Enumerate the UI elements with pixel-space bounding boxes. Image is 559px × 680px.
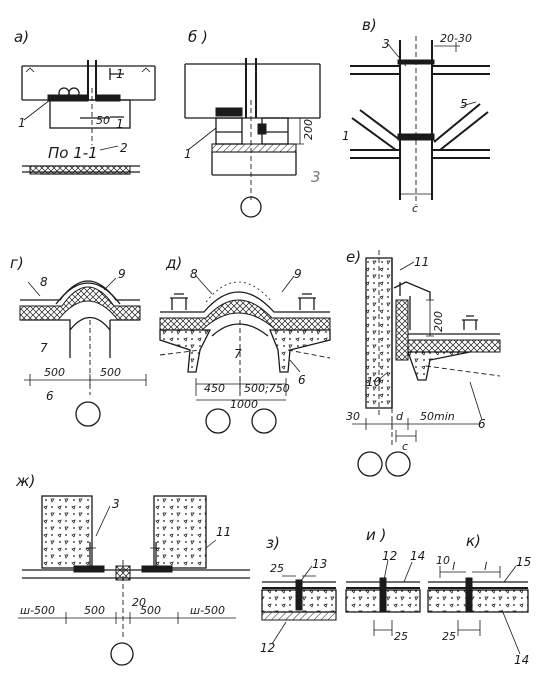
panel-v-heading: в) [362,16,377,34]
panel-k-label-15: 15 [516,555,531,569]
panel-k-label-14: 14 [514,653,529,667]
panel-k: к) [427,532,529,655]
panel-d-heading: д) [165,254,182,272]
panel-z-labels: 13 12 25 [260,557,327,655]
panel-zh-labels: 3 11 ш-500 500 20 500 ш-500 [20,497,231,617]
panel-g-label-9: 9 [118,267,126,281]
panel-g: г) [10,254,147,427]
panel-zh-heading: ж) [15,472,35,490]
panel-e: е) [346,248,501,477]
panel-b-axis-marker [240,196,262,218]
panel-e-label-6: 6 [478,417,486,431]
panel-d: д) [159,254,331,434]
panel-v-labels: 3 5 1 20-30 с [342,32,472,215]
panel-d-axis-marker-b [251,408,277,434]
panel-e-heading: е) [346,248,361,266]
panel-e-dim-50min: 50min [420,410,455,423]
panel-g-dim-500b: 500 [100,366,121,379]
panel-v-label-5: 5 [460,97,468,111]
panel-k-heading: к) [466,532,481,550]
panel-zh-dim-sh500b: ш-500 [190,604,225,617]
panel-zh-dim-sh500a: ш-500 [20,604,55,617]
panel-d-dim-450: 450 [204,382,225,395]
panel-zh: ж) [15,472,250,666]
panel-k-dim-25: 25 [442,630,456,643]
panel-e-label-10: 10 [366,375,382,389]
panel-b-side-number: 3 [311,168,321,186]
panel-e-axis-marker-a [357,451,383,477]
panel-k-dim-l-b: l [484,560,487,573]
panel-g-label-7: 7 [40,341,48,355]
panel-a: а) [14,28,156,175]
panel-v-label-1: 1 [342,129,350,143]
panel-zh-dim-500a: 500 [84,604,105,617]
panel-v-dim-c: с [412,202,418,215]
panel-i-label-12: 12 [382,549,397,563]
panel-z-label-13: 13 [312,557,327,571]
panel-e-labels: 11 10 6 200 30 d 50min с [346,255,486,453]
panel-g-dim-500a: 500 [44,366,65,379]
panel-g-label-6: 6 [46,389,54,403]
panel-d-label-9: 9 [294,267,302,281]
panel-d-label-8: 8 [190,267,198,281]
panel-d-dim-500-750: 500;750 [244,382,290,395]
panel-z-dim-25: 25 [270,562,284,575]
panel-zh-dim-20: 20 [132,596,146,609]
panel-e-axis-marker-b [385,451,411,477]
panel-a-label-1b: 1 [116,67,124,81]
panel-d-axis-marker-a [205,408,231,434]
panel-i: и ) [345,526,421,636]
panel-e-dim-30: 30 [346,410,360,423]
panel-d-label-6: 6 [298,373,306,387]
panel-b: б ) [184,28,321,218]
panel-e-dim-d: d [396,410,404,423]
panel-d-labels: 8 9 7 6 450 500;750 1000 [190,267,306,411]
panel-i-dim-25: 25 [394,630,408,643]
panel-d-dim-1000: 1000 [230,398,258,411]
panel-zh-label-11: 11 [216,525,231,539]
panel-k-labels: 15 14 10 l l 25 [436,554,531,667]
panel-k-dim-10: 10 [436,554,450,567]
panel-b-label-1: 1 [184,147,192,161]
panel-i-labels: 12 14 25 [382,549,425,643]
panel-i-heading: и ) [366,526,386,544]
panel-e-dim-200: 200 [432,311,445,332]
panel-zh-label-3: 3 [112,497,120,511]
panel-v: в) [350,16,490,205]
panel-e-label-11: 11 [414,255,429,269]
panel-v-dim-20-30: 20-30 [440,32,472,45]
panel-a-dim-50: 50 [96,114,110,127]
panel-a-label-2: 2 [120,141,128,155]
panel-i-label-14: 14 [410,549,425,563]
panel-a-section-label: По 1-1 [48,144,98,162]
panel-z: з) [261,534,337,645]
panel-a-label-1c: 1 [116,117,124,131]
panel-b-heading: б ) [188,28,208,46]
panel-d-label-7: 7 [234,347,242,361]
panel-a-labels: 1 1 1 2 50 По 1-1 [18,67,128,162]
panel-g-axis-marker [75,401,101,427]
panel-zh-dim-500b: 500 [140,604,161,617]
panel-zh-axis-marker [110,642,134,666]
panel-g-label-8: 8 [40,275,48,289]
panel-z-heading: з) [266,534,280,552]
panel-v-label-3: 3 [382,37,390,51]
panel-a-label-1a: 1 [18,116,26,130]
panel-e-dim-c: с [402,440,408,453]
panel-z-label-12: 12 [260,641,275,655]
panel-a-heading: а) [14,28,29,46]
panel-k-dim-l-a: l [452,560,455,573]
panel-g-heading: г) [10,254,24,272]
panel-b-dim-200: 200 [302,119,315,140]
panel-b-labels: 1 200 3 [184,119,321,186]
panel-g-labels: 8 9 7 6 500 500 [40,267,126,403]
